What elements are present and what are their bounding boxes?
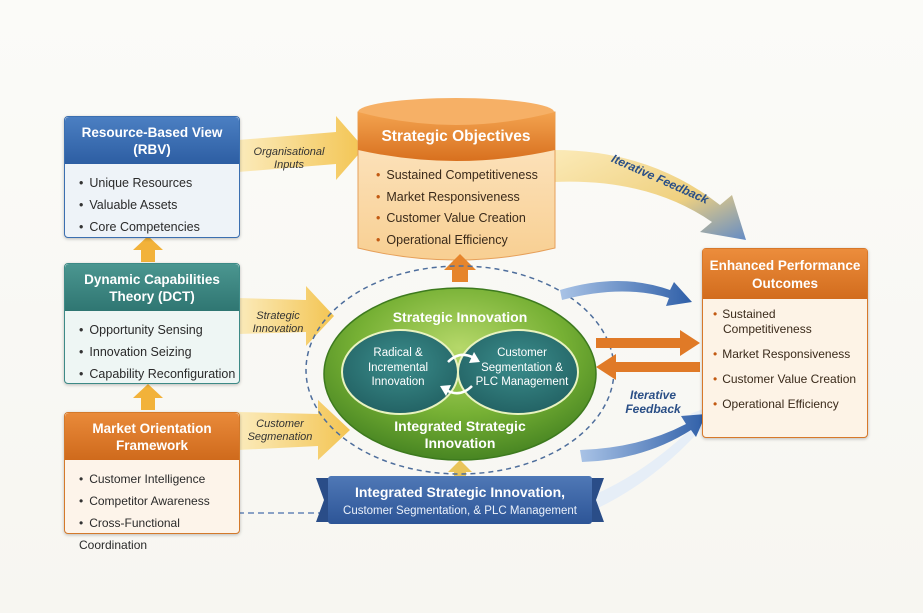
- up-arrow-dct-rbv: [133, 236, 163, 262]
- list-item: Customer Value Creation: [376, 208, 538, 230]
- dct-box: Dynamic Capabilities Theory (DCT) Opport…: [64, 263, 240, 384]
- list-item: Capability Reconfiguration: [79, 363, 239, 385]
- banner-glow-arrow: [596, 404, 716, 508]
- blue-arc-arrow-bottom: [580, 414, 706, 462]
- radical-incremental-label: Radical & Incremental Innovation: [367, 347, 429, 388]
- outcomes-box: Enhanced Performance Outcomes Sustained …: [702, 248, 868, 438]
- list-item: Market Responsiveness: [376, 187, 538, 209]
- objectives-title: Strategic Objectives: [381, 128, 531, 145]
- strategic-innovation-label: Strategic Innovation: [392, 309, 528, 325]
- mof-title: Market Orientation Framework: [65, 413, 239, 460]
- list-item: Operational Efficiency: [376, 230, 538, 252]
- customer-segmenation-label: Customer Segmenation: [247, 418, 313, 443]
- objectives-list: Sustained Competitiveness Market Respons…: [376, 165, 538, 252]
- outcomes-list: Sustained Competitiveness Market Respons…: [703, 299, 867, 412]
- up-arrow-mof-dct: [133, 384, 163, 410]
- list-item: Opportunity Sensing: [79, 319, 239, 341]
- rbv-box: Resource-Based View (RBV) Unique Resourc…: [64, 116, 240, 238]
- banner-title: Integrated Strategic Innovation,: [354, 484, 566, 500]
- rbv-title: Resource-Based View (RBV): [65, 117, 239, 164]
- orange-arrow-to-outcomes: [596, 330, 700, 356]
- list-item: Operational Efficiency: [713, 397, 867, 412]
- up-arrow-center-objectives: [444, 254, 476, 282]
- iterative-feedback-right-label: Iterative Feedback: [625, 388, 681, 416]
- up-arrow-banner-center: [448, 460, 472, 480]
- banner-subtitle: Customer Segmentation, & PLC Management: [343, 505, 577, 517]
- list-item: Customer Value Creation: [713, 372, 867, 387]
- list-item: Valuable Assets: [79, 194, 239, 216]
- integrated-strategic-innovation-label: Integrated Strategic Innovation: [394, 418, 526, 451]
- mof-box: Market Orientation Framework Customer In…: [64, 412, 240, 552]
- rbv-list: Unique Resources Valuable Assets Core Co…: [65, 164, 239, 238]
- list-item: Innovation Seizing: [79, 341, 239, 363]
- list-item: Competitor Awareness: [79, 490, 239, 512]
- customer-segmentation-plc-label: Customer Segmentation & PLC Management: [475, 347, 569, 388]
- dct-list: Opportunity Sensing Innovation Seizing C…: [65, 311, 239, 385]
- dct-title: Dynamic Capabilities Theory (DCT): [65, 264, 239, 311]
- list-item: Core Competencies: [79, 216, 239, 238]
- strategic-innovation-arrow-label: Strategic Innovation: [252, 310, 304, 335]
- list-item: Unique Resources: [79, 172, 239, 194]
- bottom-banner-ribbon: [316, 476, 604, 524]
- orange-arrow-from-outcomes: [596, 354, 700, 380]
- list-item: Sustained Competitiveness: [376, 165, 537, 187]
- list-item: Sustained Competitiveness: [713, 307, 867, 337]
- list-item: Market Responsiveness: [713, 347, 867, 362]
- blue-arc-arrow-top: [560, 281, 692, 306]
- organisational-inputs-arrow: [238, 116, 364, 180]
- inner-right-ellipse: [457, 329, 579, 415]
- cycle-arrows-icon: [445, 353, 475, 395]
- list-item: Cross-Functional Coordination: [79, 512, 239, 556]
- mof-list: Customer Intelligence Competitor Awarene…: [65, 460, 239, 556]
- iterative-feedback-top-arrow: [554, 150, 746, 240]
- organisational-inputs-label: Organisational Inputs: [253, 146, 325, 171]
- list-item: Customer Intelligence: [79, 468, 239, 490]
- outcomes-title: Enhanced Performance Outcomes: [703, 249, 867, 299]
- strategic-innovation-arrow: [238, 286, 334, 346]
